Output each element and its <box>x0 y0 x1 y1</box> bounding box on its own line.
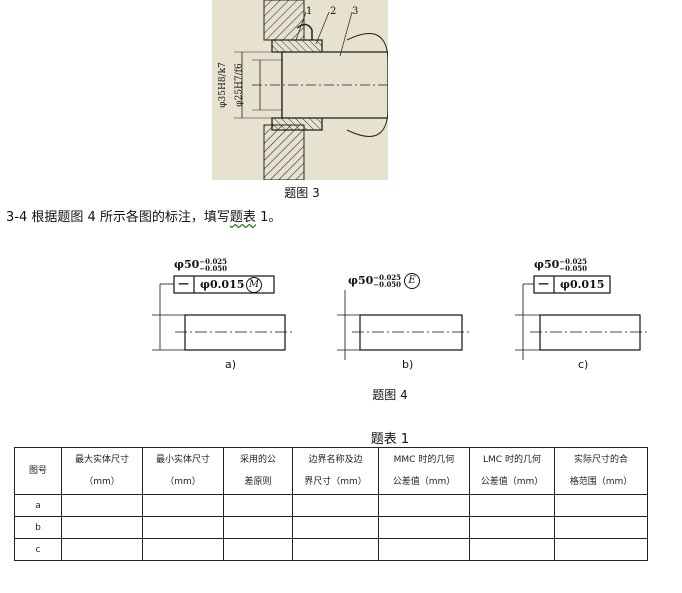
table-row: a <box>14 494 648 517</box>
part-a-dimension: φ50−0.025−0.050 <box>174 257 228 273</box>
table-cell: a <box>14 494 62 517</box>
table-cell[interactable] <box>223 516 293 539</box>
table-cell: c <box>14 538 62 561</box>
part-b-dimension: φ50−0.025−0.050 <box>348 273 402 289</box>
dim-outer-label: φ35H8/k7 <box>217 62 228 108</box>
table-cell[interactable] <box>469 494 555 517</box>
figure-4-diagrams: φ50−0.025−0.050 — φ0.015 M a) φ50−0.025−… <box>130 250 670 380</box>
table-cell[interactable] <box>554 494 648 517</box>
question-text: 3-4 根据题图 4 所示各图的标注，填写题表 1。 <box>6 206 281 225</box>
part-c-label: c) <box>578 358 589 371</box>
table-cell[interactable] <box>142 538 224 561</box>
question-number: 3-4 <box>6 210 28 225</box>
part-c-dimension: φ50−0.025−0.050 <box>534 257 588 273</box>
header-cell: 边界名称及边界尺寸（mm） <box>292 447 379 495</box>
table-cell[interactable] <box>142 494 224 517</box>
table-cell[interactable] <box>469 538 555 561</box>
header-cell: 最小实体尺寸（mm） <box>142 447 224 495</box>
table-cell[interactable] <box>469 516 555 539</box>
part-label-1: 1 <box>306 6 313 17</box>
table-cell[interactable] <box>61 516 143 539</box>
table-cell[interactable] <box>554 538 648 561</box>
part-c-tolerance: φ0.015 <box>560 278 605 291</box>
envelope-modifier-icon: E <box>404 273 420 289</box>
header-cell: LMC 时的几何公差值（mm） <box>469 447 555 495</box>
table-cell: b <box>14 516 62 539</box>
table-row: c <box>14 538 648 561</box>
header-cell: 图号 <box>14 447 62 495</box>
table-cell[interactable] <box>378 516 470 539</box>
answer-table: 图号 最大实体尺寸（mm） 最小实体尺寸（mm） 采用的公差原则 边界名称及边界… <box>14 447 648 561</box>
part-a-tolerance: φ0.015 <box>200 278 245 291</box>
header-cell: 采用的公差原则 <box>223 447 293 495</box>
table-cell[interactable] <box>554 516 648 539</box>
table-cell[interactable] <box>61 494 143 517</box>
table-cell[interactable] <box>292 494 379 517</box>
straightness-symbol: — <box>178 277 189 290</box>
table-row: b <box>14 516 648 539</box>
header-cell: MMC 时的几何公差值（mm） <box>378 447 470 495</box>
table-cell[interactable] <box>61 538 143 561</box>
figure-3-caption: 题图 3 <box>284 186 320 200</box>
table-cell[interactable] <box>378 494 470 517</box>
header-cell: 最大实体尺寸（mm） <box>61 447 143 495</box>
table-cell[interactable] <box>223 494 293 517</box>
part-a-label: a) <box>225 358 237 371</box>
table-cell[interactable] <box>223 538 293 561</box>
mmc-modifier-icon: M <box>246 277 262 293</box>
question-text-before: 根据题图 4 所示各图的标注，填写 <box>31 210 230 225</box>
part-label-3: 3 <box>352 6 359 17</box>
question-text-wavy: 题表 <box>229 210 256 225</box>
part-b-label: b) <box>402 358 414 371</box>
dim-inner-label: φ25H7/f6 <box>234 63 245 107</box>
question-text-after: 1。 <box>255 210 282 225</box>
header-cell: 实际尺寸的合格范围（mm） <box>554 447 648 495</box>
table-caption: 题表 1 <box>370 432 410 447</box>
table-cell[interactable] <box>292 538 379 561</box>
table-cell[interactable] <box>142 516 224 539</box>
part-label-2: 2 <box>330 6 337 17</box>
straightness-symbol-c: — <box>538 277 549 290</box>
figure-4-caption: 题图 4 <box>372 388 408 402</box>
figure-3-image: 1 2 3 φ35H8/k7 φ25H7/f6 <box>212 0 389 181</box>
table-header-row: 图号 最大实体尺寸（mm） 最小实体尺寸（mm） 采用的公差原则 边界名称及边界… <box>14 447 648 495</box>
table-cell[interactable] <box>292 516 379 539</box>
table-cell[interactable] <box>378 538 470 561</box>
